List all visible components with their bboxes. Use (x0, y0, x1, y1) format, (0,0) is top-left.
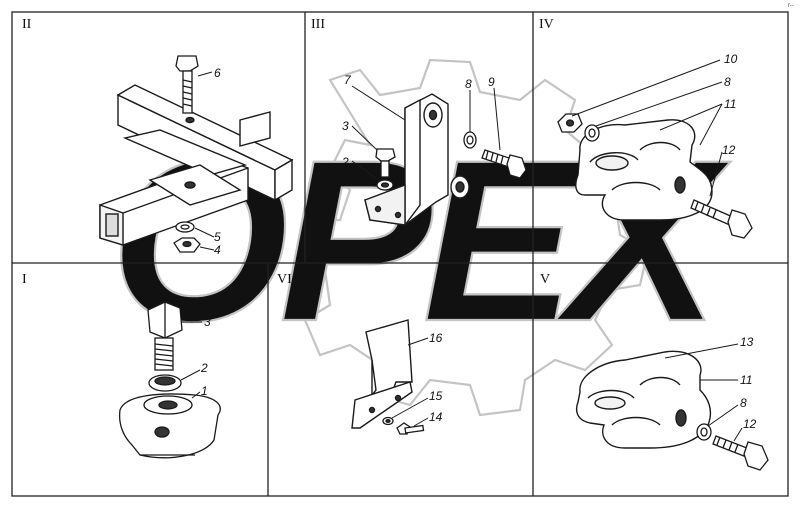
label-2: 2 (341, 155, 349, 169)
label-8-v: 8 (740, 396, 747, 410)
shield-16 (351, 319, 413, 429)
panel-iv: IV 10 8 11 (539, 17, 753, 239)
washer-5 (175, 221, 195, 233)
label-12: 12 (722, 143, 736, 157)
washer-8 (463, 131, 477, 149)
clamp-11 (575, 119, 713, 221)
bolt-3-i (147, 301, 183, 371)
panel-v: V 13 11 8 12 (540, 272, 769, 471)
panel-iii-roman: III (311, 17, 325, 32)
label-14: 14 (429, 410, 443, 424)
label-5: 5 (214, 230, 221, 244)
panel-vi-roman: VI (277, 272, 292, 287)
nut-10 (557, 113, 583, 133)
panel-v-roman: V (540, 272, 550, 287)
label-11-v: 11 (740, 373, 752, 387)
label-11: 11 (724, 97, 736, 111)
label-3: 3 (342, 119, 349, 133)
washer-8b (584, 124, 600, 142)
label-1: 1 (201, 384, 208, 398)
panel-vi: VI 16 15 14 (277, 272, 443, 435)
label-4: 4 (214, 243, 221, 257)
nut-4 (173, 237, 201, 253)
panel-ii-roman: II (22, 17, 32, 32)
label-13: 13 (740, 335, 754, 349)
bolt-9 (481, 149, 527, 179)
label-16: 16 (429, 331, 443, 345)
label-8: 8 (465, 77, 472, 91)
label-15: 15 (429, 389, 443, 403)
panel-grid (11, 11, 789, 497)
label-8-iv: 8 (724, 75, 731, 89)
corner-mark: r-- (787, 2, 794, 9)
washer-8-v (696, 423, 712, 441)
cross-bracket (99, 84, 294, 246)
washer-2 (376, 179, 394, 191)
mount-pad-1 (118, 393, 221, 459)
panel-iv-roman: IV (539, 17, 554, 32)
bolt-3 (375, 148, 396, 178)
bracket-7 (364, 93, 470, 228)
bolt-12-v (712, 435, 769, 471)
panel-iii: III (311, 17, 527, 228)
label-9: 9 (488, 75, 495, 89)
panel-ii: II (22, 17, 294, 257)
label-10: 10 (724, 52, 738, 66)
bolt-12 (690, 199, 753, 239)
bolt-14 (396, 422, 425, 435)
label-12-v: 12 (743, 417, 757, 431)
label-2-i: 2 (200, 361, 208, 375)
bolt-6 (175, 55, 199, 114)
washer-2-i (148, 374, 182, 392)
label-7: 7 (344, 73, 352, 87)
label-6: 6 (214, 66, 221, 80)
panel-i-roman: I (22, 272, 27, 287)
panel-i: I 3 2 1 (22, 272, 221, 459)
washer-15 (382, 416, 394, 426)
label-3-i: 3 (204, 315, 211, 329)
